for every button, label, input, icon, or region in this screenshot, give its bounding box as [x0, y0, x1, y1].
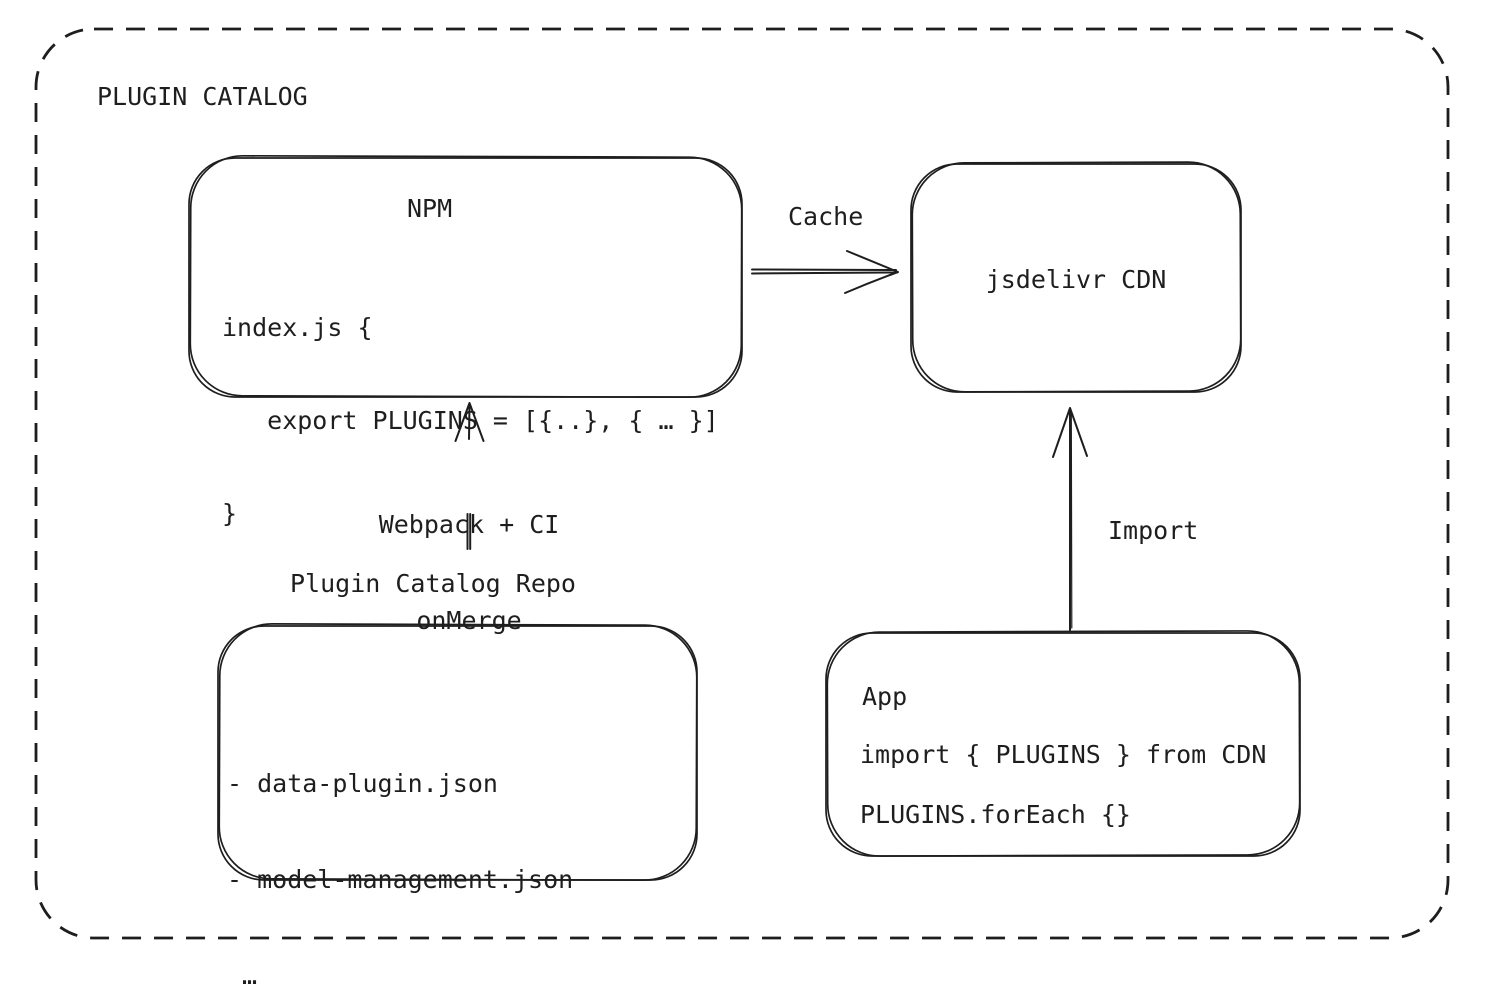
- repo-file-item: - data-plugin.json: [227, 769, 498, 798]
- import-arrow: [1053, 408, 1087, 630]
- app-code-line: import { PLUGINS } from CDN: [860, 740, 1267, 769]
- repo-file-list: - data-plugin.json - model-management.js…: [227, 704, 573, 1002]
- repo-node-title: Plugin Catalog Repo: [290, 569, 576, 598]
- diagram-title: PLUGIN CATALOG: [97, 82, 308, 111]
- npm-code-line: export PLUGINS = [{..}, { … }]: [222, 406, 719, 435]
- cache-arrow: [752, 251, 898, 293]
- build-arrow-label-line: onMerge: [416, 606, 522, 635]
- npm-code-line: index.js {: [222, 313, 373, 342]
- build-arrow-label: Webpack + CI onMerge: [317, 445, 621, 701]
- npm-node-title: NPM: [407, 194, 453, 223]
- npm-code-block: index.js { export PLUGINS = [{..}, { … }…: [222, 250, 719, 591]
- cdn-box-outline: [911, 162, 1241, 392]
- cache-arrow-label: Cache: [788, 202, 864, 231]
- npm-box-outline: [189, 156, 742, 398]
- import-arrow-label: Import: [1108, 516, 1199, 545]
- repo-file-item: …: [227, 961, 258, 990]
- app-box-outline: [826, 631, 1300, 856]
- app-node-title: App: [862, 682, 908, 711]
- cdn-node-label: jsdelivr CDN: [985, 265, 1167, 294]
- plugin-catalog-boundary: [36, 29, 1448, 938]
- build-arrow-label-line: Webpack + CI: [378, 510, 560, 539]
- repo-file-item: - model-management.json: [227, 865, 574, 894]
- app-code-line: PLUGINS.forEach {}: [860, 800, 1131, 829]
- npm-code-line: }: [222, 499, 238, 528]
- repo-box-outline: [218, 624, 697, 881]
- build-arrow: [456, 403, 484, 549]
